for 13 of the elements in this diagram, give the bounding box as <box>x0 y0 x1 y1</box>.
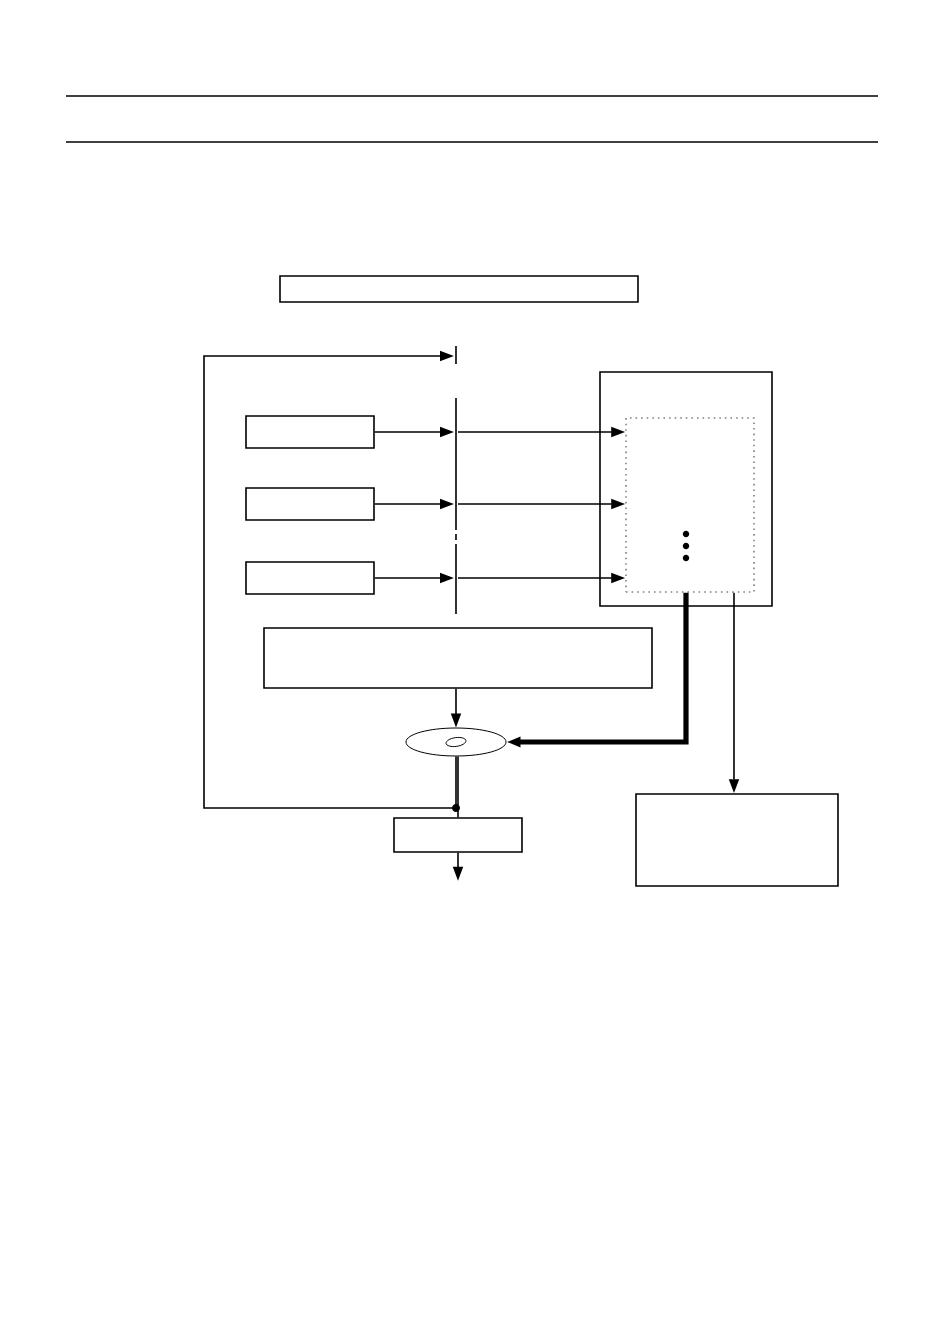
process-box <box>263 627 653 689</box>
process-box <box>279 275 639 303</box>
process-box <box>245 415 375 449</box>
process-box <box>635 793 839 887</box>
process-box <box>245 487 375 521</box>
process-box <box>599 371 773 607</box>
bus-line <box>455 397 457 615</box>
process-box <box>625 417 755 593</box>
disc-icon <box>405 727 507 757</box>
bus-line <box>455 345 457 365</box>
process-box <box>245 561 375 595</box>
arrow <box>203 350 460 812</box>
process-box <box>393 817 523 853</box>
